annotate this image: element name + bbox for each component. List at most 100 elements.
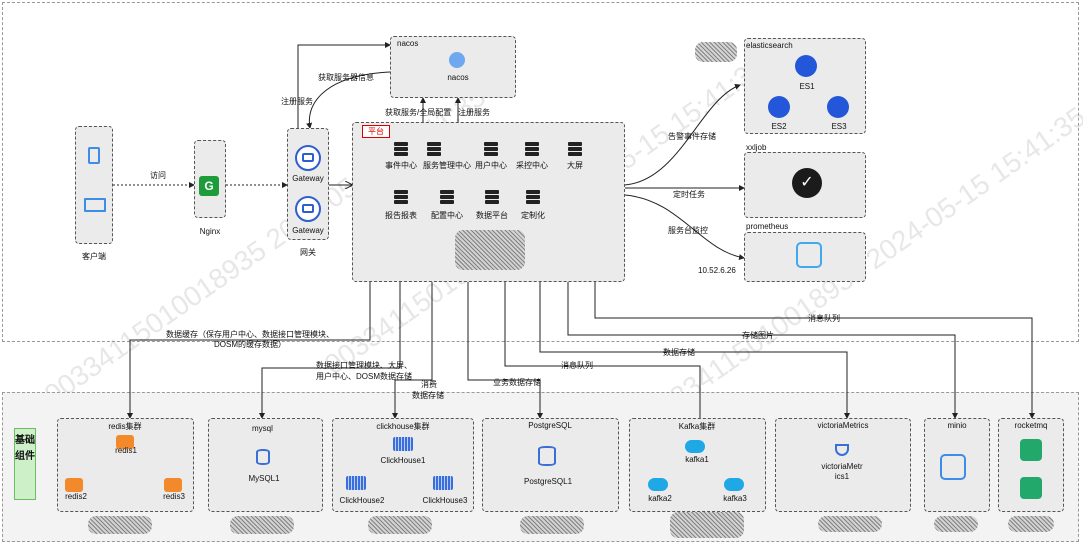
- redacted-scribble: [934, 516, 978, 532]
- redacted-scribble: [455, 230, 525, 270]
- platform-title: 平台: [362, 125, 390, 138]
- rocketmq-box: [998, 418, 1064, 512]
- server-icon: [440, 190, 454, 206]
- clickhouse-cluster-box: [332, 418, 474, 512]
- clickhouse-icon: [433, 476, 453, 490]
- edge-label-vm-store: 数据存储: [663, 348, 695, 357]
- redis-node-label: redis3: [163, 492, 185, 501]
- rocketmq-icon: [1020, 439, 1042, 461]
- edge-label-visit: 访问: [150, 171, 166, 180]
- mysql-title: mysql: [252, 424, 273, 433]
- victoriametrics-box: [775, 418, 911, 512]
- kafka-node-label: kafka3: [723, 494, 747, 503]
- redacted-scribble: [230, 516, 294, 534]
- server-icon: [485, 190, 499, 206]
- es-node-label: ES3: [831, 122, 847, 131]
- gateway-group-label: 网关: [300, 248, 316, 257]
- server-icon: [526, 190, 540, 206]
- clickhouse-icon: [393, 437, 413, 451]
- mysql-node-label: MySQL1: [248, 474, 280, 483]
- elasticsearch-box: [744, 38, 866, 134]
- mysql-box: [208, 418, 323, 512]
- edge-label-mq-rocket: 消息队列: [808, 314, 840, 323]
- redis-icon: [164, 478, 182, 492]
- redis-icon: [116, 435, 134, 449]
- laptop-icon: [84, 198, 106, 212]
- minio-title: minio: [947, 421, 967, 430]
- redis-cluster-box: [57, 418, 194, 512]
- redacted-scribble: [695, 42, 737, 62]
- elasticsearch-icon: [795, 55, 817, 77]
- redacted-scribble: [368, 516, 432, 534]
- redacted-scribble: [818, 516, 882, 532]
- edge-label-monitoring: 服务台监控: [668, 226, 708, 235]
- postgresql-node-label: PostgreSQL1: [523, 477, 573, 486]
- database-icon: [256, 449, 270, 465]
- edge-label-get-server-info: 获取服务器信息: [318, 73, 374, 82]
- redis-title: redis集群: [108, 422, 142, 431]
- platform-module: 大屏: [567, 161, 583, 170]
- elasticsearch-title: elasticsearch: [746, 41, 793, 50]
- platform-module: 采控中心: [516, 161, 548, 170]
- server-icon: [394, 190, 408, 206]
- kafka-node-label: kafka1: [685, 455, 709, 464]
- edge-label-data-store: 数据存储: [412, 391, 444, 400]
- kafka-icon: [724, 478, 744, 491]
- kafka-cluster-box: [629, 418, 766, 512]
- prometheus-box: [744, 232, 866, 282]
- platform-module: 配置中心: [431, 211, 463, 220]
- redis-icon: [65, 478, 83, 492]
- nginx-label: Nginx: [199, 227, 221, 236]
- gateway-icon: [295, 145, 321, 171]
- nacos-title: nacos: [397, 39, 419, 48]
- client-box: [75, 126, 113, 244]
- platform-module: 报告报表: [385, 211, 417, 220]
- kafka-icon: [685, 440, 705, 453]
- prometheus-title: prometheus: [746, 222, 789, 231]
- server-icon: [568, 142, 582, 158]
- rocketmq-title: rocketmq: [1014, 421, 1048, 430]
- nacos-box: [390, 36, 516, 98]
- clickhouse-node-label: ClickHouse2: [339, 496, 385, 505]
- clickhouse-title: clickhouse集群: [376, 422, 430, 431]
- kafka-title: Kafka集群: [678, 422, 716, 431]
- platform-module: 事件中心: [385, 161, 417, 170]
- elasticsearch-icon: [768, 96, 790, 118]
- clickhouse-node-label: ClickHouse1: [380, 456, 426, 465]
- database-icon: [538, 446, 556, 466]
- cloud-icon: [796, 242, 822, 268]
- edge-label-get-service-config: 获取服务/全局配置: [385, 108, 452, 117]
- minio-icon: [940, 454, 966, 480]
- victoria-icon: [835, 444, 849, 456]
- edge-label-image-store: 存储图片: [742, 331, 774, 340]
- redacted-scribble: [520, 516, 584, 534]
- postgresql-title: PostgreSQL: [528, 421, 572, 430]
- platform-module: 定制化: [521, 211, 545, 220]
- victoriametrics-title: victoriaMetrics: [817, 421, 869, 430]
- server-icon: [427, 142, 441, 158]
- gateway-label-1: Gateway: [292, 174, 324, 183]
- edge-label-business-store: 业务数据存储: [493, 378, 541, 387]
- edge-label-mysql-2: 用户中心、DOSM数据存储: [316, 372, 412, 381]
- server-icon: [394, 142, 408, 158]
- gateway-label-2: Gateway: [292, 226, 324, 235]
- edge-label-consume: 消费: [421, 380, 437, 389]
- xxljob-title: xxljob: [746, 143, 767, 152]
- platform-module: 服务管理中心: [423, 161, 471, 170]
- nginx-icon: G: [199, 176, 219, 196]
- edge-label-alarm-storage: 告警事件存储: [668, 132, 716, 141]
- gateway-icon: [295, 196, 321, 222]
- es-node-label: ES1: [799, 82, 815, 91]
- client-label: 客户端: [82, 252, 106, 261]
- minio-box: [924, 418, 990, 512]
- redacted-scribble: [1008, 516, 1054, 532]
- victoriametrics-node-label: ics1: [834, 472, 850, 481]
- rocketmq-icon: [1020, 477, 1042, 499]
- server-icon: [525, 142, 539, 158]
- redis-node-label: redis1: [115, 446, 137, 455]
- es-node-label: ES2: [771, 122, 787, 131]
- redacted-scribble: [670, 512, 744, 538]
- edge-label-redis: 数据缓存（保存用户中心、数据接口管理模块、DOSM的缓存数据）: [166, 330, 334, 349]
- victoriametrics-node-label: victoriaMetr: [821, 462, 863, 471]
- clickhouse-node-label: ClickHouse3: [422, 496, 468, 505]
